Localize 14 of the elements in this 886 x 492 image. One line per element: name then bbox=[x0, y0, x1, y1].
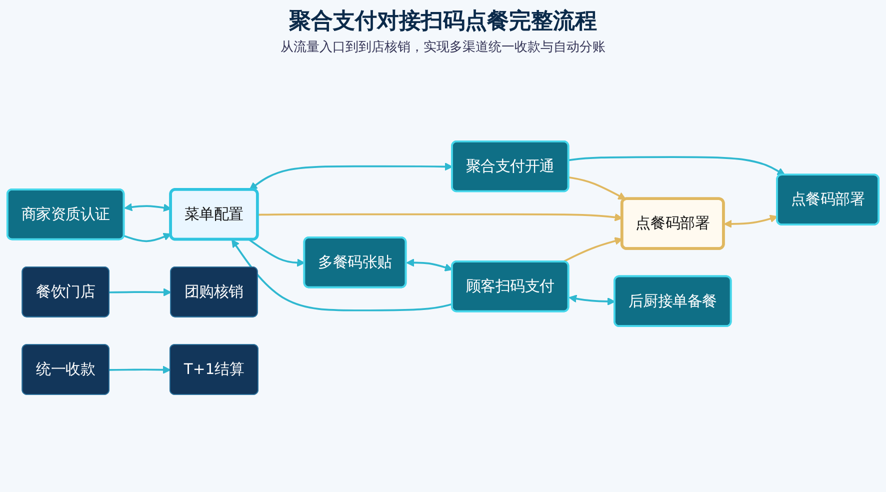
arrow bbox=[124, 203, 172, 212]
arrow bbox=[232, 239, 453, 312]
arrow bbox=[568, 294, 616, 306]
arrow bbox=[249, 162, 453, 190]
arrow bbox=[568, 156, 786, 176]
arrow bbox=[568, 176, 626, 200]
arrow bbox=[724, 214, 778, 228]
arrow bbox=[109, 288, 172, 296]
arrow bbox=[109, 366, 171, 374]
title: 聚合支付对接扫码点餐完整流程 bbox=[288, 8, 598, 36]
caption: 从流量入口到到店核销，实现多渠道统一收款与自动分账 bbox=[280, 39, 606, 56]
arrow bbox=[124, 233, 172, 242]
arrow bbox=[406, 258, 453, 272]
arrow bbox=[248, 239, 305, 267]
